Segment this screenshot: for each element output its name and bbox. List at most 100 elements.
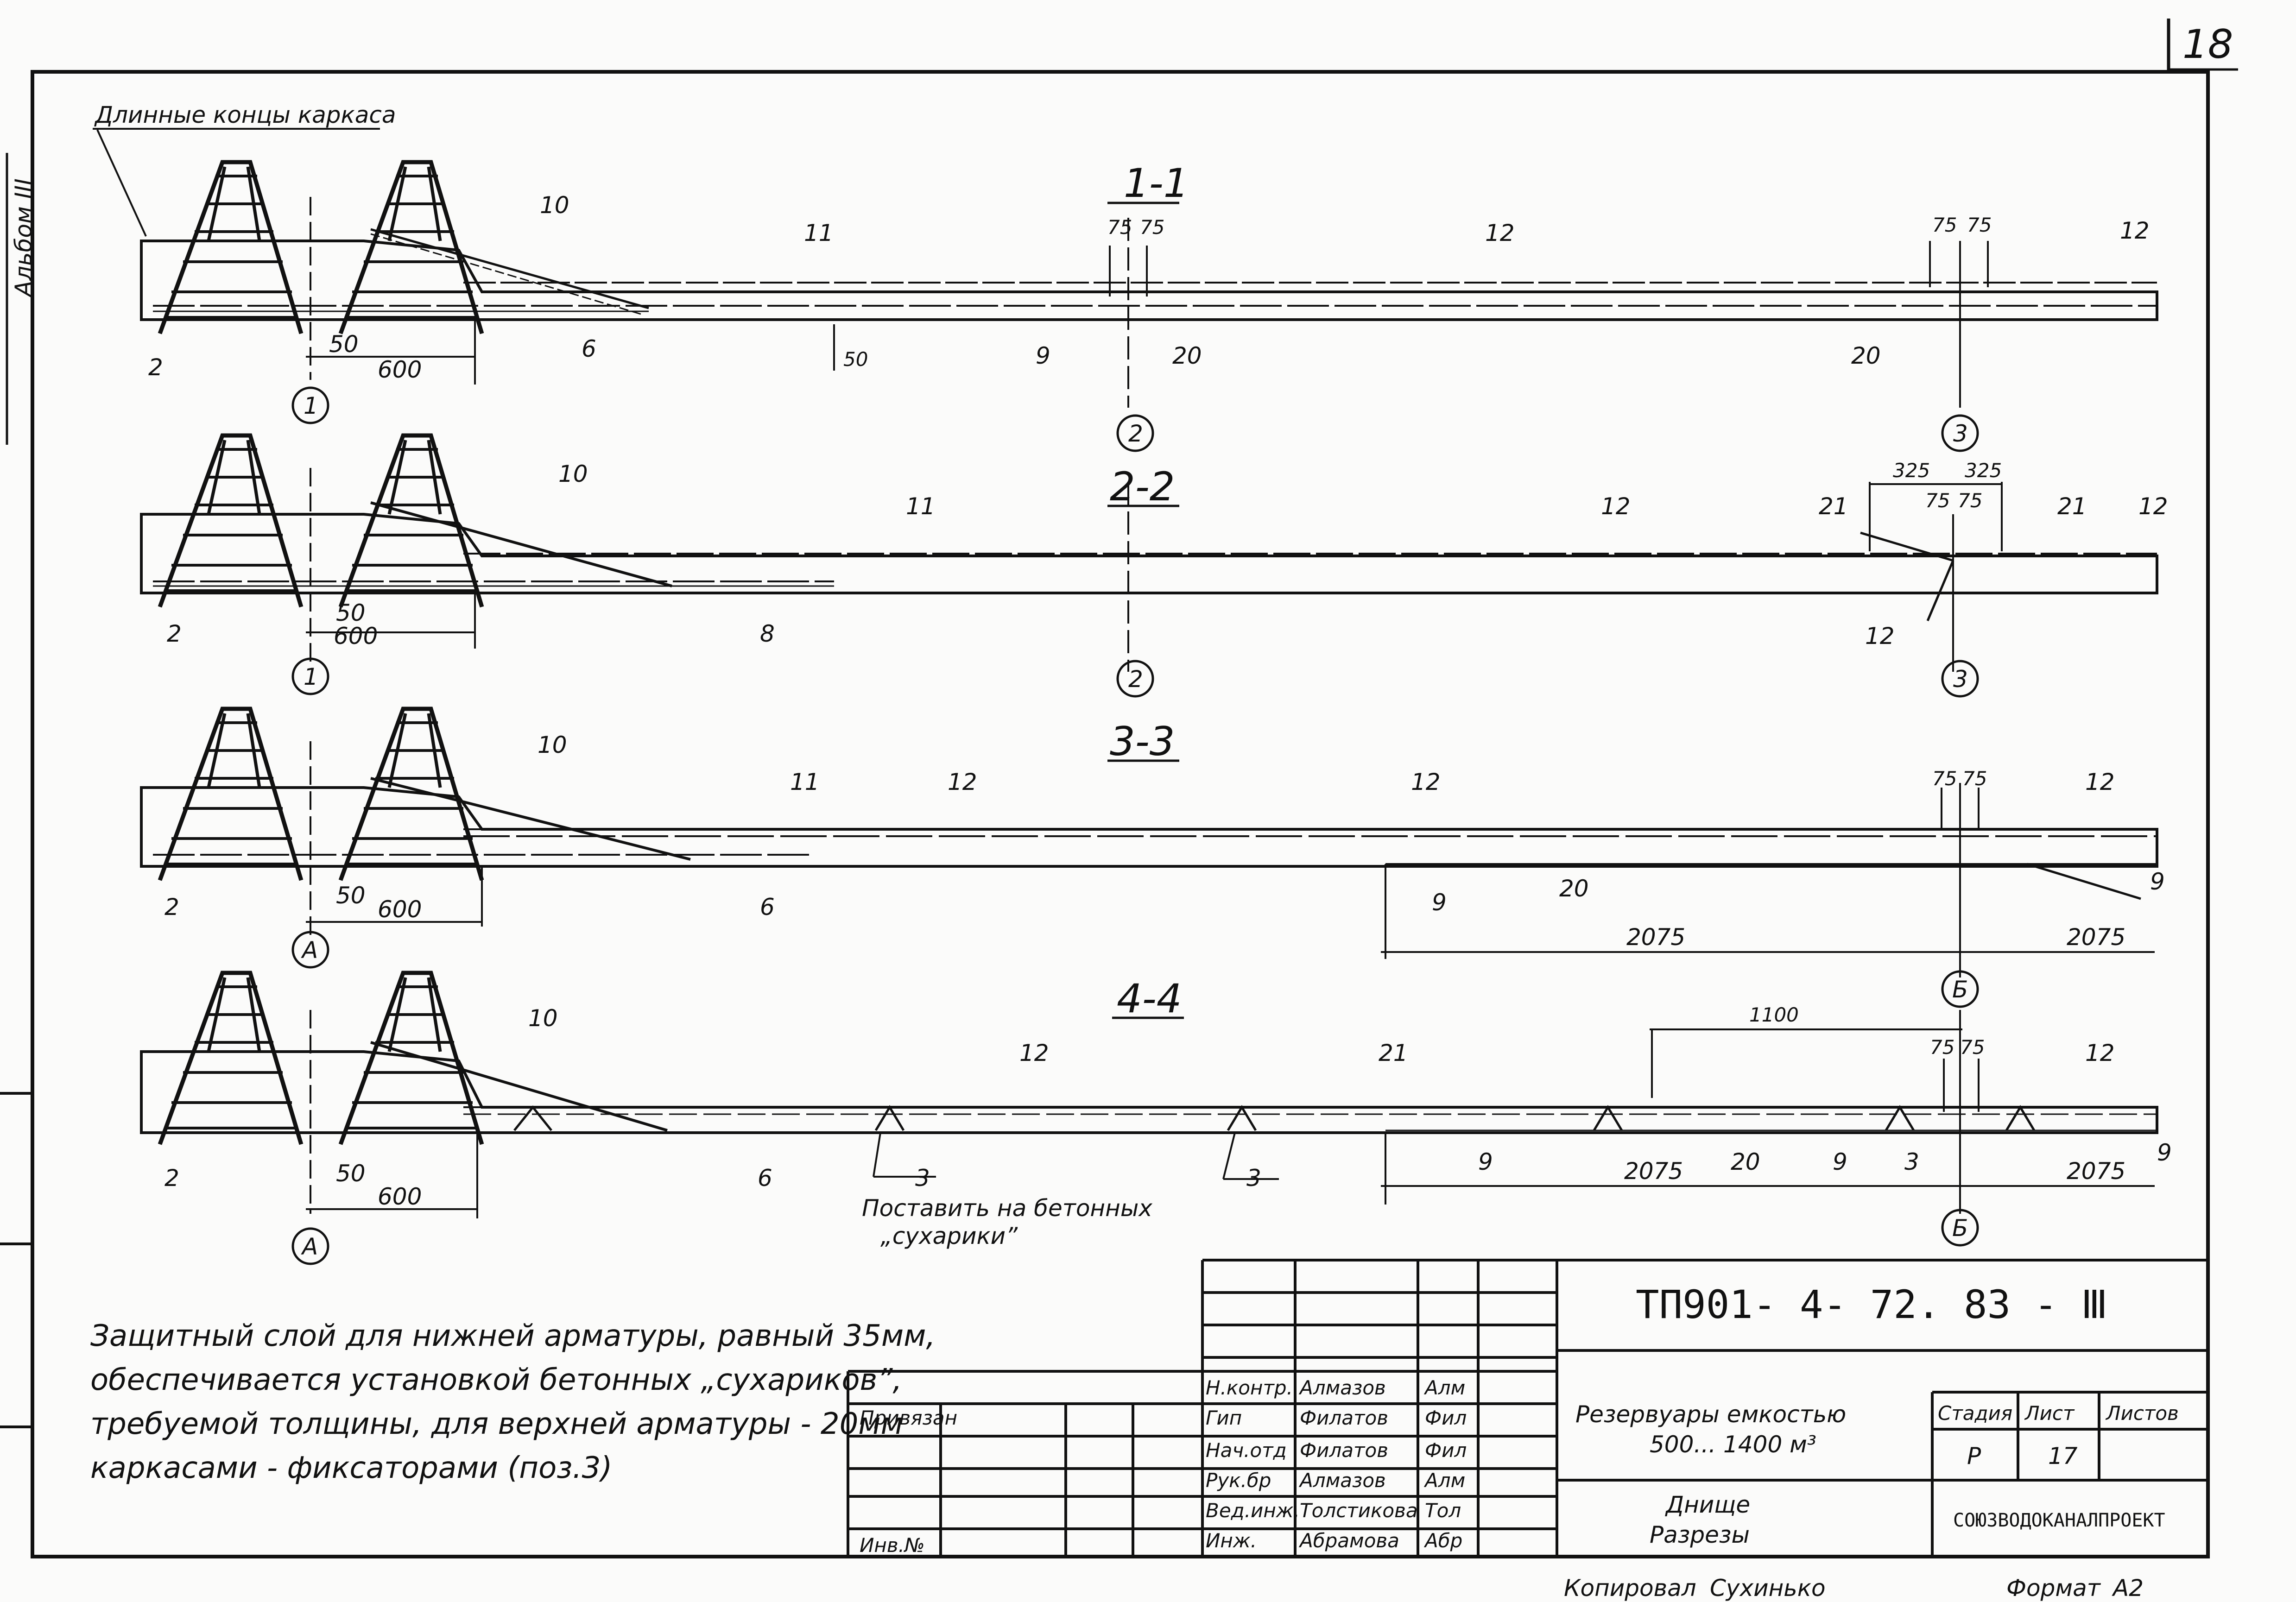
svg-text:9: 9 (1432, 889, 1447, 916)
sheet-subtitle: Разрезы (1650, 1521, 1750, 1548)
sheet-frame (31, 70, 2210, 1558)
svg-text:75: 75 (1930, 1036, 1954, 1059)
svg-text:требуемой толщины, для верхней: требуемой толщины, для верхней арматуры … (90, 1407, 903, 1441)
svg-text:Н.контр.: Н.контр. (1206, 1376, 1293, 1399)
signature: Абр (1423, 1529, 1462, 1552)
svg-text:1100: 1100 (1749, 1003, 1799, 1026)
svg-text:12: 12 (1601, 493, 1631, 520)
svg-text:2: 2 (148, 354, 163, 381)
svg-text:Инж.: Инж. (1206, 1529, 1257, 1552)
axis-marker: 1 (304, 392, 318, 419)
object-name: Резервуары емкостью (1575, 1401, 1846, 1428)
svg-text:А2: А2 (2112, 1575, 2144, 1602)
cubes-note: „сухарики” (880, 1223, 1018, 1249)
svg-text:11: 11 (906, 493, 936, 520)
axis-marker: Б (1952, 976, 1968, 1003)
axis-marker: 1 (304, 663, 318, 690)
svg-text:2075: 2075 (2067, 924, 2125, 951)
axis-marker: А (301, 937, 318, 964)
axis-marker: 3 (1953, 666, 1968, 693)
svg-text:3: 3 (915, 1165, 930, 1192)
svg-text:600: 600 (378, 1183, 422, 1210)
svg-text:11: 11 (790, 769, 820, 795)
svg-text:10: 10 (540, 192, 569, 219)
svg-text:обеспечивается установкой бето: обеспечивается установкой бетонных „суха… (90, 1363, 902, 1397)
svg-text:20: 20 (1559, 875, 1589, 902)
section-title: 4-4 (1117, 976, 1182, 1022)
sheet-title: Днище (1665, 1491, 1750, 1518)
general-notes: Защитный слой для нижней арматуры, равны… (90, 1319, 936, 1485)
svg-text:12: 12 (1411, 769, 1441, 795)
svg-text:20: 20 (1731, 1148, 1760, 1175)
signature: Тол (1425, 1499, 1461, 1522)
svg-text:21: 21 (1819, 493, 1848, 520)
svg-text:600: 600 (378, 896, 422, 923)
svg-text:12: 12 (2085, 1040, 2115, 1066)
title-block-text: ТП901- 4- 72. 83 - Ⅲ Привязан Инв.№ Н.ко… (860, 1282, 2179, 1557)
svg-text:75: 75 (1107, 216, 1132, 239)
svg-text:Нач.отд: Нач.отд (1206, 1439, 1287, 1462)
svg-text:75: 75 (1967, 214, 1992, 236)
svg-text:600: 600 (334, 623, 378, 650)
svg-text:75: 75 (1960, 1036, 1985, 1059)
section-3-3: 3-3 50 600 75 75 2075 2075 А Б 10 11 12 … (140, 709, 2165, 1008)
svg-text:75: 75 (1140, 216, 1164, 239)
svg-text:325: 325 (1893, 459, 1930, 482)
section-2-2: 2-2 50 600 325 325 75 75 1 2 3 10 11 12 … (140, 435, 2168, 698)
svg-text:2075: 2075 (1624, 1158, 1683, 1185)
svg-text:50: 50 (329, 331, 359, 358)
svg-text:9: 9 (1478, 1148, 1493, 1175)
svg-text:20: 20 (1172, 342, 1202, 369)
svg-text:50: 50 (336, 1160, 366, 1187)
svg-text:50: 50 (336, 599, 366, 626)
section-1-1: 1-1 50 600 50 75 75 75 75 1 2 3 10 11 12… (140, 160, 2158, 452)
footer: Копировал Сухинько Формат А2 (1564, 1575, 2144, 1602)
svg-text:11: 11 (804, 220, 834, 246)
svg-text:Филатов: Филатов (1300, 1406, 1388, 1429)
inventory-label: Инв.№ (860, 1534, 925, 1557)
axis-marker: 3 (1953, 420, 1968, 447)
svg-text:10: 10 (558, 460, 588, 487)
section-title: 1-1 (1124, 160, 1189, 207)
svg-text:12: 12 (2120, 217, 2150, 244)
svg-text:12: 12 (1019, 1040, 1049, 1066)
axis-marker: Б (1952, 1215, 1968, 1242)
svg-text:12: 12 (1865, 623, 1895, 650)
svg-text:10: 10 (528, 1005, 558, 1032)
svg-text:Толстикова: Толстикова (1300, 1499, 1418, 1522)
page-number: 18 (2182, 21, 2233, 68)
svg-text:6: 6 (582, 335, 596, 362)
svg-text:Стадия: Стадия (1938, 1402, 2012, 1425)
svg-text:75: 75 (1932, 214, 1957, 236)
svg-text:10: 10 (538, 732, 567, 758)
svg-text:9: 9 (1036, 342, 1050, 369)
axis-marker: А (301, 1233, 318, 1260)
svg-text:Алмазов: Алмазов (1298, 1469, 1386, 1492)
svg-text:6: 6 (758, 1165, 772, 1192)
svg-text:21: 21 (2057, 493, 2087, 520)
svg-text:Листов: Листов (2105, 1402, 2179, 1425)
svg-text:2: 2 (167, 620, 182, 647)
svg-text:Рук.бр: Рук.бр (1206, 1469, 1271, 1492)
album-stamp: Альбом III (10, 178, 37, 298)
svg-text:9: 9 (2157, 1139, 2172, 1166)
svg-text:Алмазов: Алмазов (1298, 1376, 1386, 1399)
section-title: 2-2 (1110, 464, 1175, 510)
svg-text:3: 3 (1904, 1148, 1919, 1175)
svg-text:Гип: Гип (1206, 1406, 1242, 1429)
sheet-value: 17 (2048, 1443, 2078, 1470)
svg-text:12: 12 (1485, 220, 1515, 246)
axis-marker: 2 (1128, 420, 1143, 447)
svg-text:9: 9 (2150, 868, 2165, 895)
svg-text:Филатов: Филатов (1300, 1439, 1388, 1462)
signature: Алм (1423, 1376, 1465, 1399)
svg-text:2075: 2075 (2067, 1158, 2125, 1185)
svg-text:Вед.инж.: Вед.инж. (1206, 1499, 1300, 1522)
signature: Алм (1423, 1469, 1465, 1492)
signature: Фил (1425, 1406, 1467, 1429)
svg-text:8: 8 (760, 620, 775, 647)
svg-text:75: 75 (1932, 767, 1957, 790)
signature: Фил (1425, 1439, 1467, 1462)
